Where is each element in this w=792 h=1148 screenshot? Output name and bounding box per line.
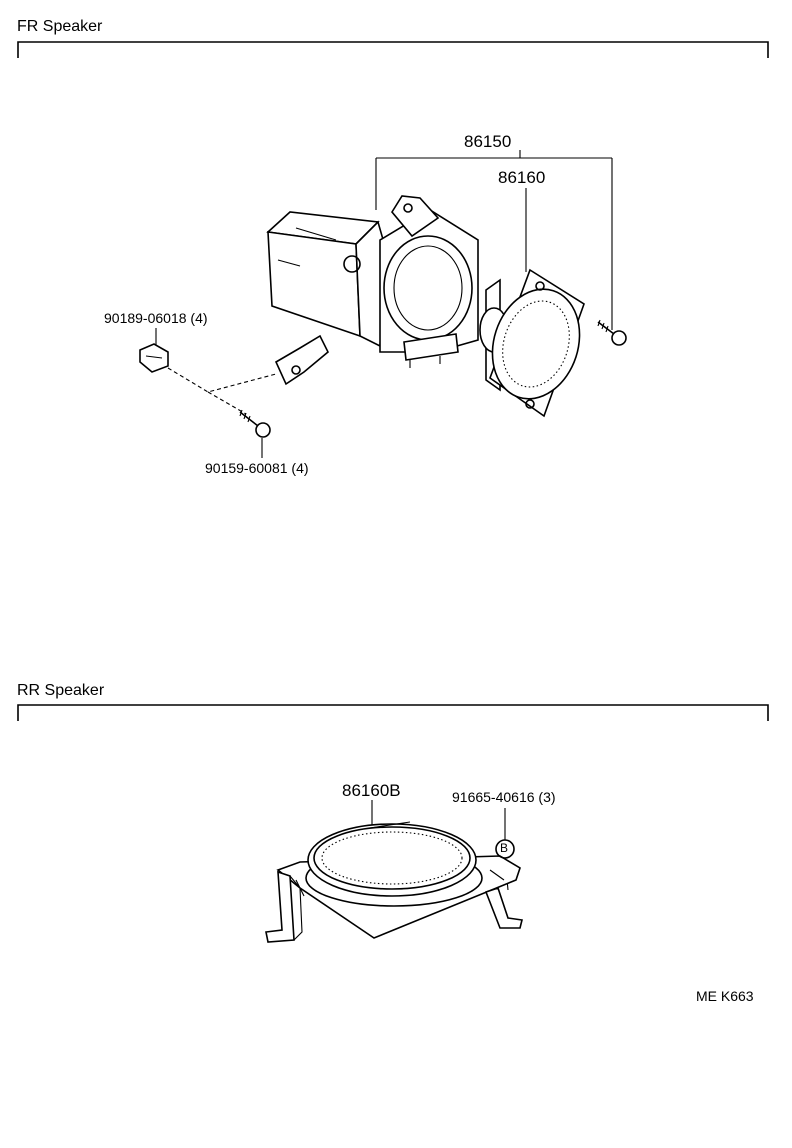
screw-right: [597, 319, 627, 346]
label-86160b: 86160B: [342, 781, 401, 800]
rr-speaker-title: RR Speaker: [17, 682, 105, 699]
b-marker-circle: [495, 839, 515, 859]
clip-90189: [139, 343, 169, 373]
screw-90159: [239, 409, 271, 438]
fr-speaker-title: FR Speaker: [17, 18, 103, 35]
label-90159-60081: 90159-60081 (4): [205, 460, 309, 476]
leader-86150: [375, 150, 613, 330]
fr-section-bracket: [17, 41, 769, 58]
alignment-dashes: [167, 367, 277, 415]
label-90189-06018: 90189-06018 (4): [104, 310, 208, 326]
label-91665-40616: 91665-40616 (3): [452, 789, 556, 805]
rear-speaker-86160b: [305, 821, 483, 907]
speaker-unit-86160: [479, 268, 585, 418]
speaker-box-housing: [266, 195, 479, 386]
label-86160: 86160: [498, 168, 546, 187]
b-marker-letter: B: [500, 841, 509, 855]
label-86150: 86150: [464, 132, 512, 151]
rr-section-bracket: [17, 704, 769, 721]
diagram-code: ME K663: [696, 988, 754, 1004]
